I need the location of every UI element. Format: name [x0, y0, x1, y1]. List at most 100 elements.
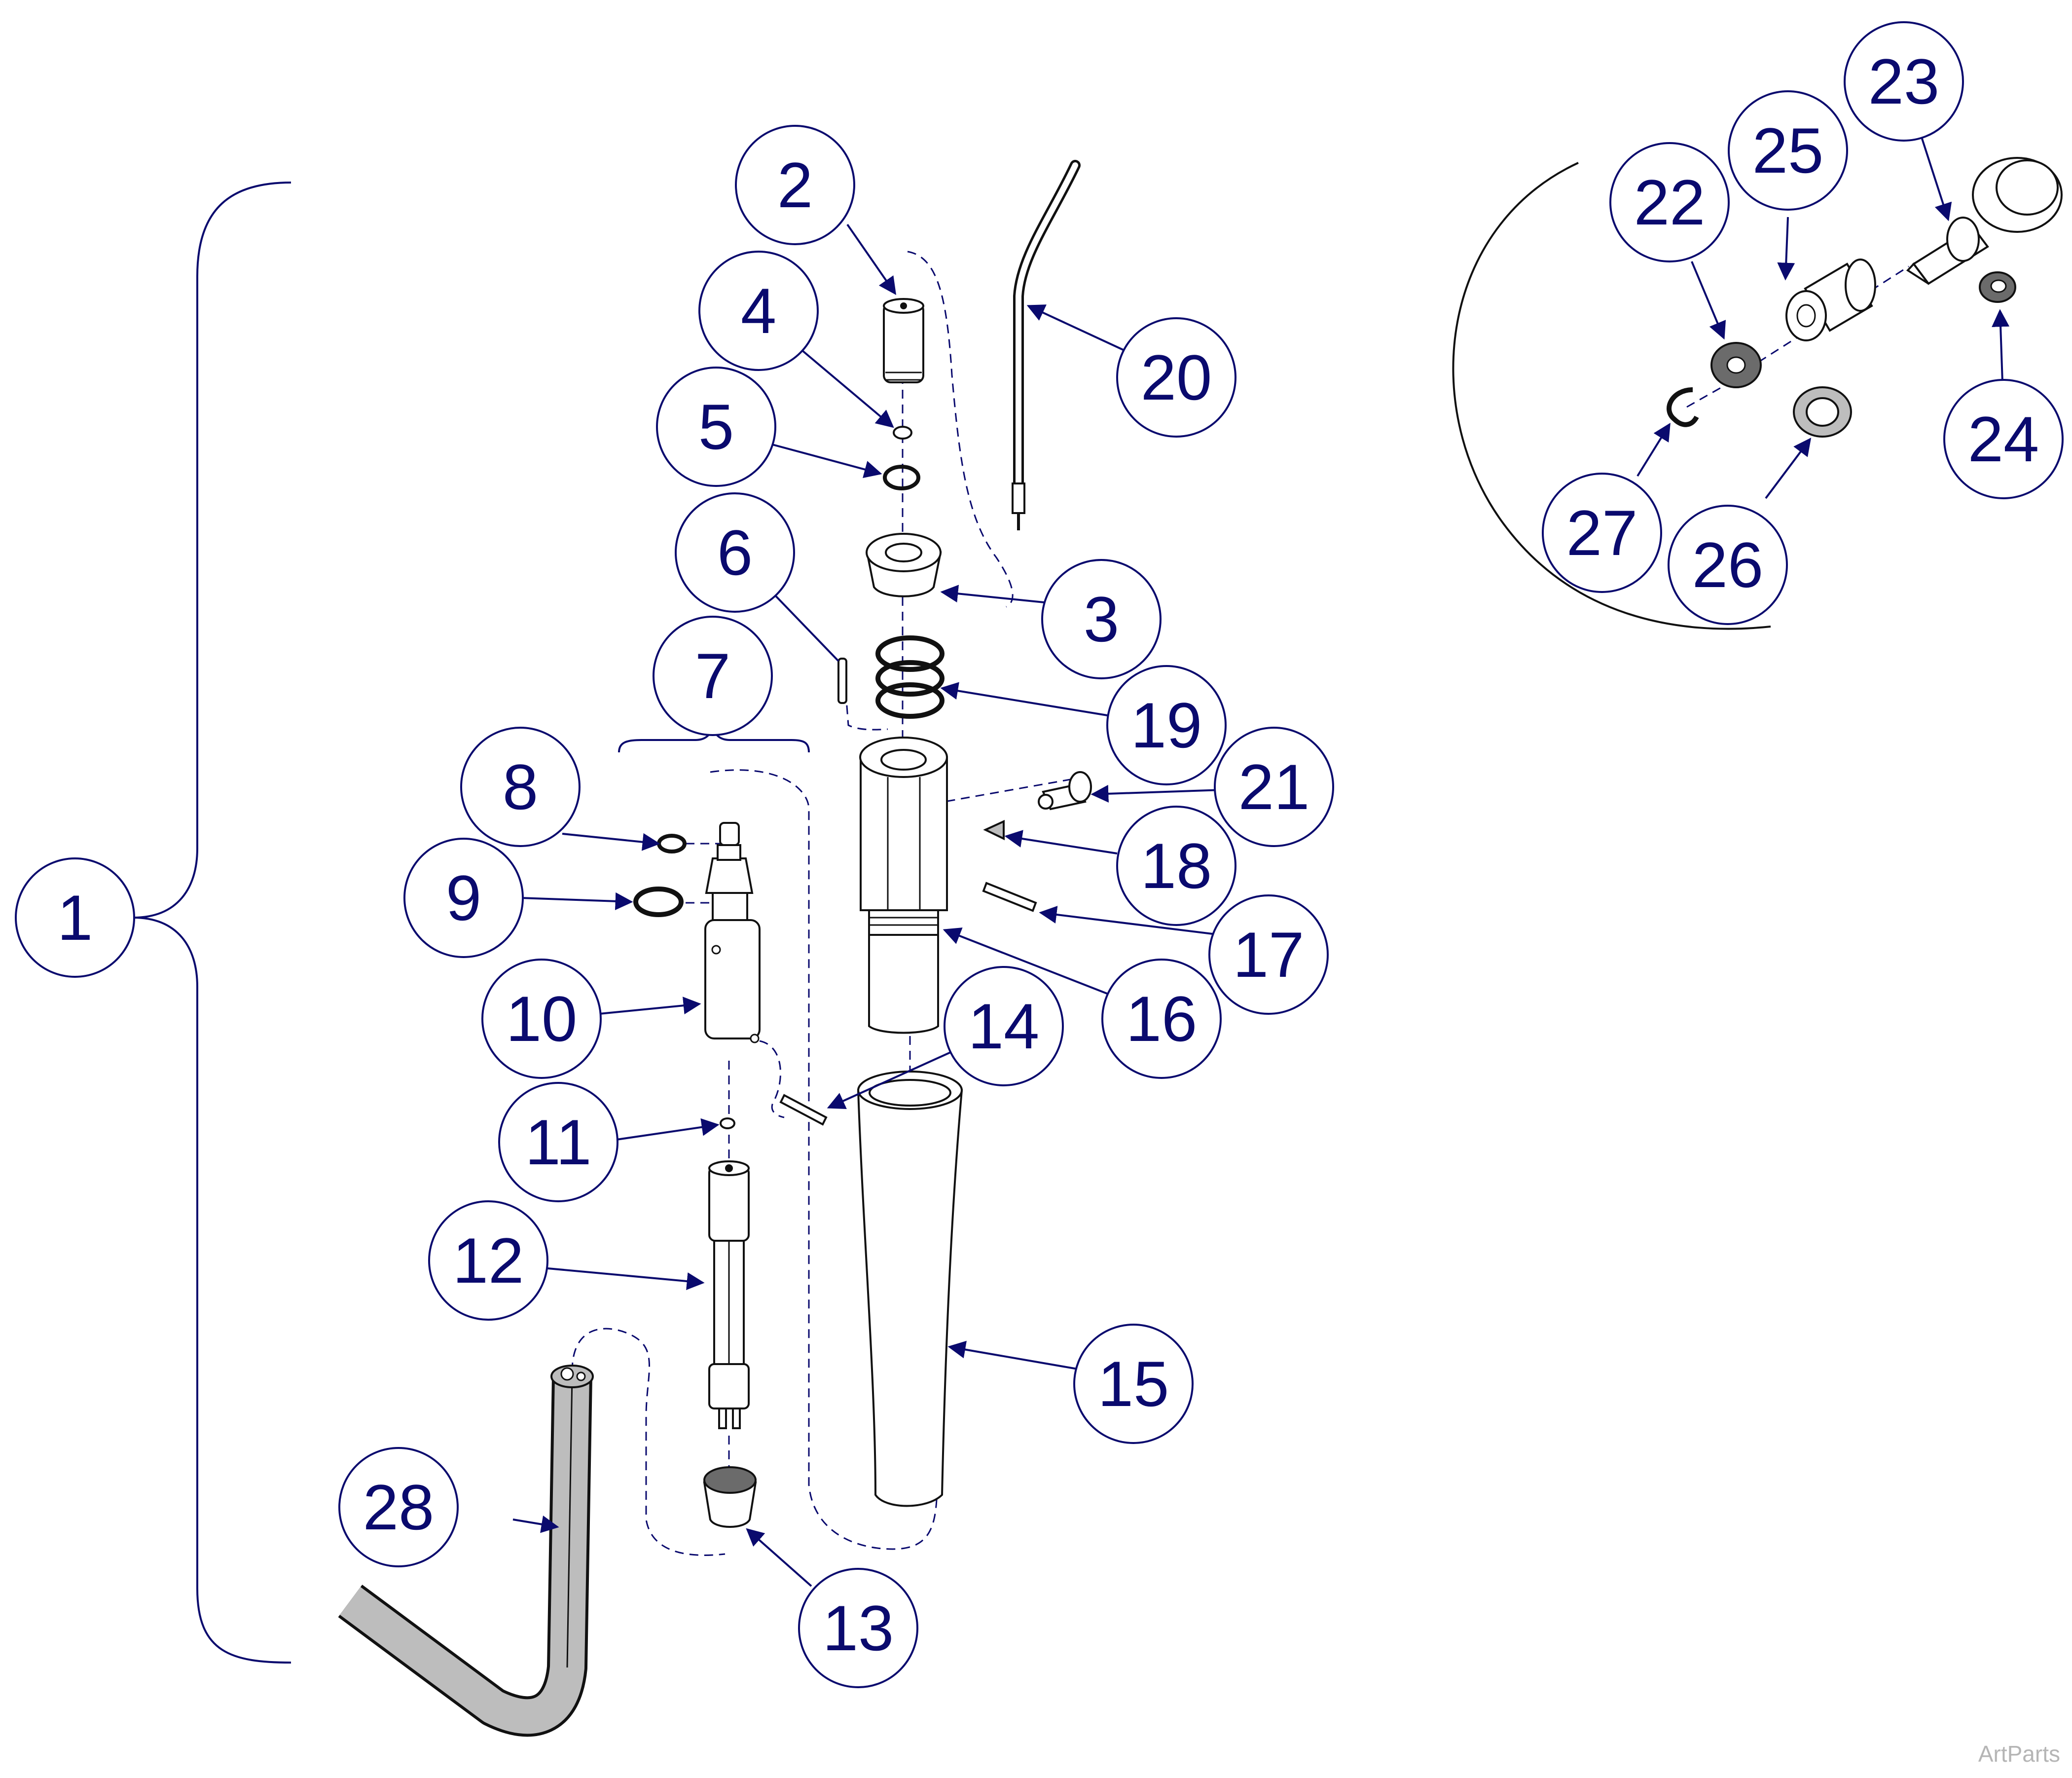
callout-label: 17 — [1233, 919, 1305, 991]
callout-3: 3 — [1041, 559, 1162, 679]
callout-label: 15 — [1098, 1348, 1169, 1420]
callout-21: 21 — [1214, 727, 1334, 847]
callout-label: 27 — [1566, 497, 1638, 569]
callout-label: 13 — [823, 1592, 894, 1664]
callout-label: 19 — [1131, 689, 1202, 761]
valve-cap — [883, 302, 924, 383]
callout-label: 24 — [1968, 403, 2039, 475]
callout-22: 22 — [1609, 142, 1730, 262]
callout-label: 16 — [1126, 983, 1198, 1055]
callout-label: 14 — [968, 990, 1040, 1062]
button-bushing-end — [1845, 259, 1876, 312]
callout-26: 26 — [1668, 505, 1788, 625]
callout-13: 13 — [798, 1568, 918, 1688]
watermark: ArtParts — [1978, 1741, 2060, 1767]
valve-body — [704, 919, 761, 1039]
valve-pin — [779, 1094, 828, 1126]
bushing-bore — [885, 543, 922, 562]
cartridge — [708, 1166, 750, 1242]
body-pin — [982, 882, 1037, 912]
syringe-tip — [1016, 162, 1078, 486]
callout-8: 8 — [460, 727, 581, 847]
cartridge-nipple — [732, 1408, 741, 1429]
callout-label: 10 — [506, 983, 578, 1055]
callout-19: 19 — [1106, 665, 1227, 785]
pin — [837, 658, 847, 704]
washer-hole — [1990, 279, 2007, 293]
callout-10: 10 — [481, 959, 602, 1079]
callout-17: 17 — [1208, 894, 1329, 1015]
callout-label: 11 — [525, 1106, 592, 1178]
seal-washer-hole — [1726, 356, 1746, 374]
valve-cap-hole — [900, 302, 907, 309]
valve-stem-neck — [717, 844, 741, 861]
callout-2: 2 — [735, 125, 855, 245]
valve-stem-hex — [705, 857, 754, 894]
callout-14: 14 — [944, 966, 1064, 1086]
hose — [340, 1376, 589, 1734]
valve-stem-tip — [719, 822, 740, 846]
button-bushing-hole — [1796, 304, 1816, 328]
cartridge-nipple — [718, 1408, 727, 1429]
valve-body-hole — [750, 1034, 760, 1043]
dashed-assembly-line — [902, 778, 1071, 810]
small-o-ring — [657, 834, 687, 853]
push-button-face — [1996, 159, 2059, 216]
callout-label: 8 — [503, 751, 538, 823]
callout-5: 5 — [656, 367, 776, 487]
callout-label: 28 — [363, 1471, 435, 1543]
callout-1: 1 — [15, 857, 135, 978]
callout-label: 21 — [1238, 751, 1310, 823]
handle-sleeve — [857, 1089, 963, 1507]
callout-label: 5 — [698, 391, 734, 463]
hex-body — [860, 756, 948, 911]
o-ring — [883, 465, 920, 490]
push-button-tip — [1906, 262, 1929, 285]
cone-seal — [983, 819, 1005, 841]
dashed-assembly-line — [571, 1328, 726, 1556]
callout-4: 4 — [698, 251, 819, 371]
callout-12: 12 — [428, 1200, 548, 1321]
hose-line — [566, 1376, 573, 1668]
callout-label: 23 — [1868, 45, 1940, 117]
valve-stem-thread — [712, 892, 748, 921]
small-o-ring — [720, 1117, 735, 1129]
callout-label: 26 — [1692, 529, 1764, 601]
check-valve-nose — [1038, 794, 1054, 810]
dashed-assembly-line — [842, 661, 888, 731]
callout-label: 1 — [57, 882, 93, 954]
hex-body-bore — [880, 749, 927, 771]
hose-port — [560, 1367, 574, 1381]
boot — [703, 1482, 757, 1528]
callout-6: 6 — [675, 492, 795, 613]
callout-24: 24 — [1943, 379, 2064, 499]
handle-sleeve-bore — [869, 1079, 951, 1107]
o-ring — [633, 887, 684, 917]
check-valve-flange — [1068, 771, 1092, 803]
hex-body-stem — [868, 934, 939, 1034]
dashed-assembly-line — [710, 769, 938, 1550]
spring-ring — [875, 660, 945, 697]
hose-port — [576, 1371, 586, 1381]
callout-16: 16 — [1101, 959, 1222, 1079]
callout-11: 11 — [498, 1082, 618, 1202]
boot-top — [703, 1466, 757, 1494]
callout-label: 9 — [446, 862, 481, 934]
valve-body-hole — [711, 945, 721, 955]
spring-ring — [875, 635, 945, 672]
callout-label: 25 — [1752, 114, 1824, 186]
cartridge-port — [725, 1164, 733, 1172]
callout-label: 12 — [453, 1224, 524, 1296]
syringe-tip-end — [1012, 482, 1025, 514]
assembly-bracket — [133, 182, 291, 1664]
callout-15: 15 — [1073, 1324, 1194, 1444]
callout-9: 9 — [403, 838, 524, 958]
callout-label: 3 — [1084, 583, 1119, 655]
callout-label: 4 — [741, 275, 776, 347]
callout-label: 20 — [1141, 341, 1212, 413]
callout-7: 7 — [653, 616, 773, 736]
small-o-ring — [893, 426, 912, 440]
e-clip — [1667, 387, 1699, 427]
callout-25: 25 — [1728, 90, 1848, 211]
detail-arc — [1452, 162, 1771, 630]
